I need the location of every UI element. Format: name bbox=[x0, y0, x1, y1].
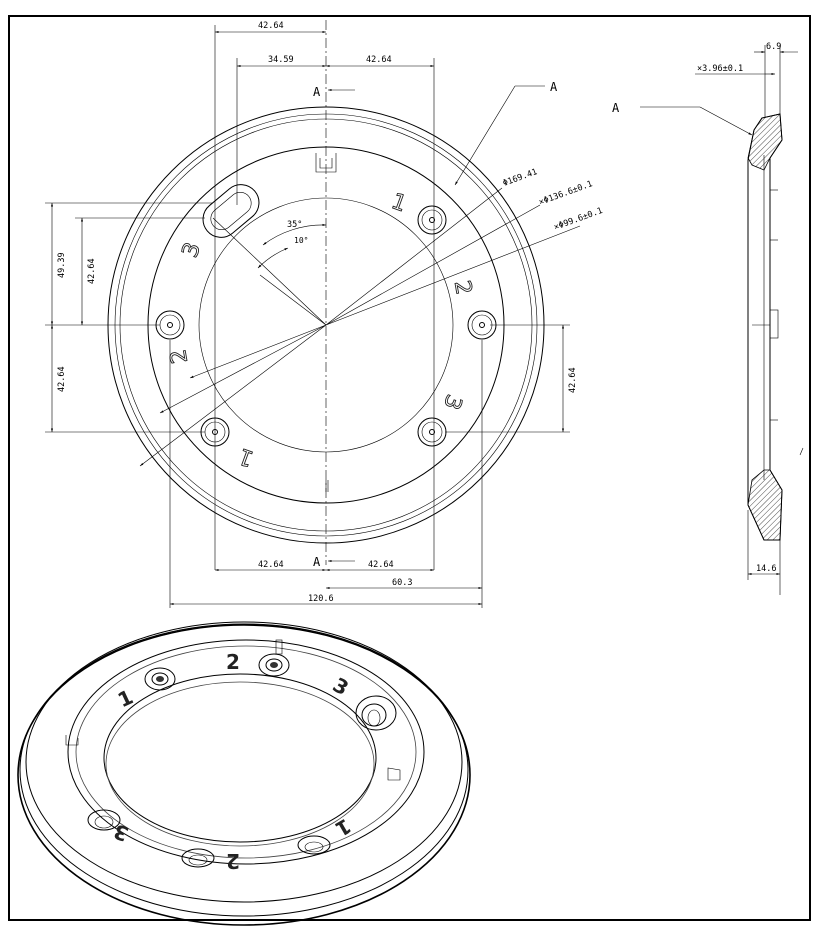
iso-ring-face bbox=[67, 639, 425, 865]
hole-left bbox=[155, 310, 185, 340]
angle-35: 35° bbox=[287, 220, 302, 230]
hole-number-3-right: 3 bbox=[438, 391, 466, 413]
iso-hole-1 bbox=[144, 667, 176, 691]
iso-outer-top bbox=[25, 621, 463, 903]
iso-bore-bottom bbox=[105, 681, 375, 847]
iso-number-2: 2 bbox=[226, 650, 240, 674]
dim-left-inner: 42.64 bbox=[87, 258, 97, 284]
iso-number-2-bottom: 2 bbox=[226, 849, 240, 873]
iso-hole-bottom-left bbox=[87, 809, 121, 831]
iso-view: 2 1 3 3 2 1 bbox=[17, 621, 471, 926]
iso-number-3-bottom: 3 bbox=[110, 819, 131, 846]
iso-hole-bottom-right bbox=[297, 835, 331, 855]
hole-number-2-right: 2 bbox=[449, 279, 476, 297]
section-mark-bottom: A bbox=[313, 555, 321, 569]
section-mark-top: A bbox=[313, 85, 321, 99]
dim-top-inner-right: 42.64 bbox=[366, 55, 392, 65]
slot-hole bbox=[202, 184, 260, 238]
dim-top-inner-left: 34.59 bbox=[268, 55, 294, 65]
side-dim-top-offset: ×3.96±0.1 bbox=[697, 64, 743, 74]
iso-outer-edge bbox=[19, 623, 469, 917]
front-view: 1 2 3 1 2 3 35° 10° Φ169.41 ×Φ136.6±0.1 … bbox=[45, 20, 604, 608]
drawing-border bbox=[8, 15, 811, 921]
dim-dia-pitch: ×Φ136.6±0.1 bbox=[538, 179, 594, 208]
dim-bottom-left: 42.64 bbox=[258, 560, 284, 570]
hole-number-2-left: 2 bbox=[166, 347, 193, 365]
dim-bottom-right: 42.64 bbox=[368, 560, 394, 570]
side-dim-bottom-width: 14.6 bbox=[756, 564, 776, 574]
dim-bottom-total: 120.6 bbox=[308, 594, 334, 604]
side-dim-top-width: 6.9 bbox=[766, 42, 781, 52]
angle-10: 10° bbox=[294, 236, 308, 245]
iso-number-1: 1 bbox=[114, 685, 137, 713]
iso-hole-bottom bbox=[181, 848, 215, 868]
iso-slot bbox=[355, 695, 397, 731]
dim-left-lower: 42.64 bbox=[57, 366, 67, 392]
leader-label-a: A bbox=[550, 80, 558, 94]
hole-number-3-left: 3 bbox=[178, 239, 206, 261]
dim-dia-inner: ×Φ99.6±0.1 bbox=[553, 206, 605, 233]
hole-top-right bbox=[417, 205, 447, 235]
hatch-top bbox=[747, 113, 783, 171]
hole-number-1-top: 1 bbox=[388, 189, 410, 217]
dim-top-outer: 42.64 bbox=[258, 21, 284, 31]
side-view: A 6.9 ×3.96±0.1 14.6 bbox=[612, 42, 804, 595]
hole-number-1-bottom: 1 bbox=[235, 443, 257, 471]
dim-dia-outer: Φ169.41 bbox=[502, 167, 539, 189]
dim-left-upper: 49.39 bbox=[57, 252, 67, 278]
iso-hole-2 bbox=[258, 653, 290, 677]
hole-bottom-right bbox=[417, 417, 447, 447]
iso-bore-top bbox=[103, 673, 377, 843]
dim-right-vertical: 42.64 bbox=[568, 367, 578, 393]
iso-outer-bottom bbox=[17, 624, 471, 926]
dim-bottom-half: 60.3 bbox=[392, 578, 412, 588]
hatch-bottom bbox=[747, 469, 783, 541]
side-section-label: A bbox=[612, 101, 620, 115]
iso-ring-inner bbox=[75, 645, 417, 859]
